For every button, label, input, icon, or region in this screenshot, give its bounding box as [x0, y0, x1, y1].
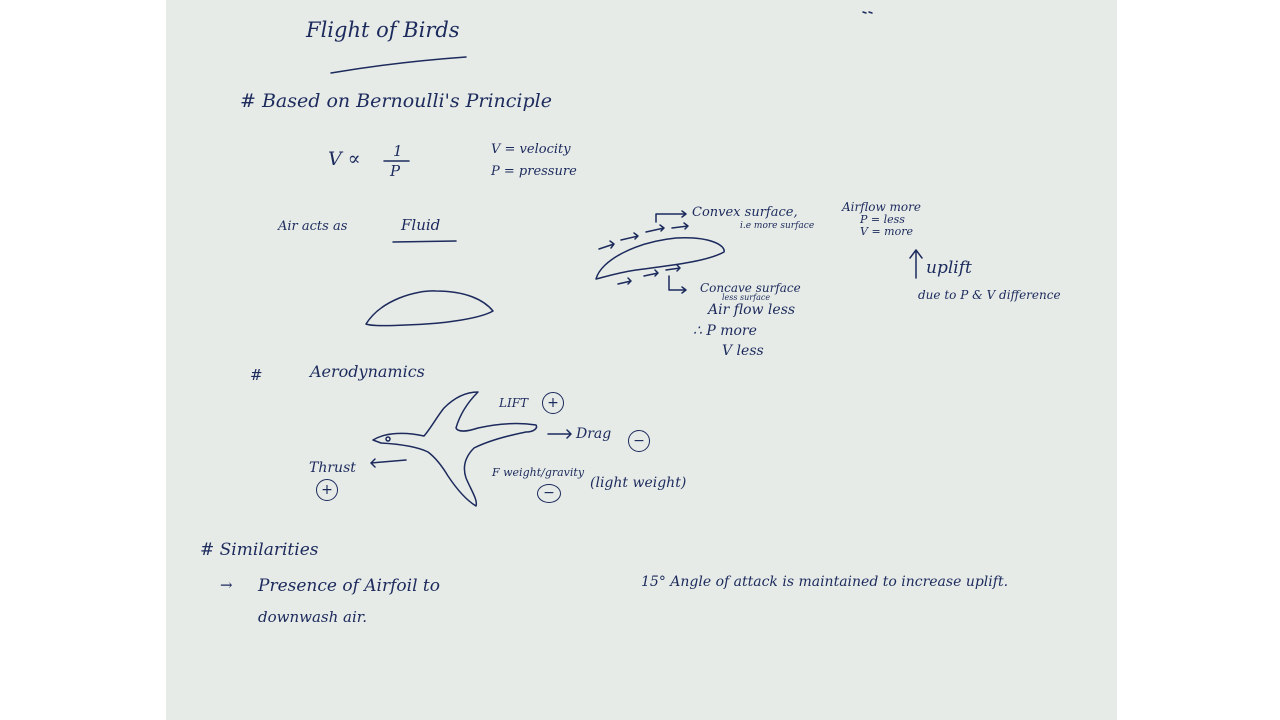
- airflow-arrow-top-2: [620, 232, 639, 241]
- concave-pointer: [668, 275, 687, 294]
- notebook-page: Flight of Birds # Based on Bernoulli's P…: [166, 0, 1117, 720]
- light-weight-label: (light weight): [590, 475, 687, 491]
- lift-sign: +: [542, 392, 564, 414]
- airflow-arrow-bottom-2: [643, 269, 659, 277]
- p-less-label: P = less: [860, 213, 905, 226]
- thrust-sign: +: [316, 479, 338, 501]
- air-acts-text: Air acts as: [278, 219, 348, 234]
- fluid-word: Fluid: [401, 216, 441, 234]
- concave-sublabel: less surface: [722, 293, 771, 302]
- p-more-label: ∴ P more: [693, 323, 757, 339]
- bernoulli-heading: # Based on Bernoulli's Principle: [240, 90, 552, 112]
- pressure-definition: P = pressure: [491, 164, 577, 179]
- lift-label: LIFT: [499, 396, 529, 410]
- formula-denominator: P: [390, 162, 401, 180]
- convex-pointer: [655, 210, 687, 223]
- drag-label: Drag: [576, 426, 612, 442]
- similarity-point-line2: downwash air.: [258, 608, 368, 626]
- thrust-label: Thrust: [309, 460, 356, 476]
- aerodynamics-heading: Aerodynamics: [310, 362, 425, 381]
- sketch-layer: [330, 11, 923, 507]
- drag-sign: −: [628, 430, 650, 452]
- drag-arrow: [547, 429, 572, 439]
- airflow-arrow-bottom-1: [617, 277, 632, 285]
- uplift-arrow: [909, 249, 923, 279]
- airflow-less-label: Air flow less: [708, 302, 796, 318]
- airfoil-blob: [365, 290, 494, 327]
- formula-numerator: 1: [393, 142, 403, 160]
- thrust-arrow: [370, 458, 407, 468]
- fluid-underline: [392, 240, 457, 243]
- velocity-definition: V = velocity: [491, 142, 571, 157]
- page-title: Flight of Birds: [306, 18, 460, 42]
- bullet-arrow: →: [220, 576, 233, 594]
- v-more-label: V = more: [860, 225, 913, 238]
- convex-label: Convex surface,: [692, 205, 798, 220]
- v-less-label: V less: [722, 343, 764, 359]
- similarity-point-line1: Presence of Airfoil to: [258, 576, 440, 596]
- airflow-arrow-top-4: [671, 222, 689, 230]
- airflow-arrow-top-1: [598, 240, 615, 250]
- similarities-heading: # Similarities: [200, 540, 319, 560]
- weight-label: F weight/gravity: [492, 466, 585, 479]
- airflow-arrow-bottom-3: [665, 264, 681, 272]
- aerodynamics-mark: #: [250, 366, 263, 384]
- bird-sketch: [372, 391, 538, 507]
- airfoil-detailed: [595, 237, 725, 280]
- airflow-arrow-top-3: [645, 224, 665, 233]
- airflow-more-label: Airflow more: [842, 200, 921, 214]
- formula-lhs: V ∝: [328, 148, 361, 170]
- angle-of-attack-note: 15° Angle of attack is maintained to inc…: [641, 574, 1009, 590]
- margin-mark: [862, 11, 873, 14]
- concave-label: Concave surface: [700, 281, 801, 295]
- weight-sign: −: [537, 484, 561, 503]
- convex-sublabel: i.e more surface: [740, 221, 815, 231]
- uplift-label: uplift: [926, 258, 972, 278]
- title-underline: [330, 56, 467, 74]
- uplift-reason: due to P & V difference: [918, 288, 1061, 302]
- bird-eye: [385, 436, 391, 442]
